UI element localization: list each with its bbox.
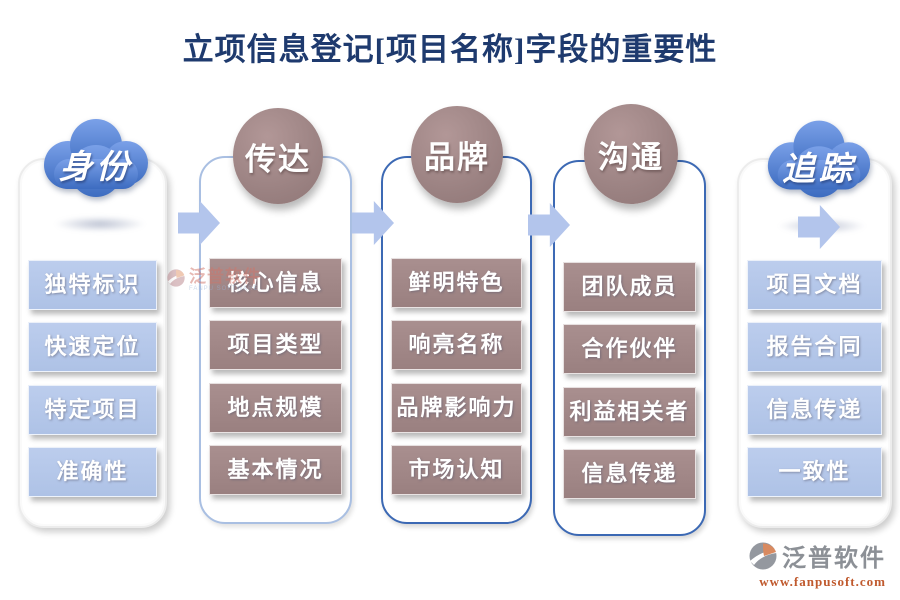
list-item: 信息传递	[747, 385, 882, 435]
page-title: 立项信息登记[项目名称]字段的重要性	[182, 32, 718, 67]
cloud-icon	[44, 119, 148, 197]
fanpu-logo-icon	[749, 542, 777, 569]
ellipse-header-convey: 传达	[233, 108, 323, 204]
list-item: 团队成员	[563, 262, 696, 312]
column-convey: 核心信息 项目类型 地点规模 基本情况	[199, 156, 352, 524]
watermark-brand: 泛普软件	[189, 267, 261, 286]
cloud-header-tracking: 追踪	[760, 114, 878, 206]
list-item: 一致性	[747, 447, 882, 497]
list-item: 快速定位	[28, 322, 157, 372]
cloud-icon	[767, 120, 871, 198]
list-item: 项目类型	[209, 320, 342, 370]
ellipse-header-label: 品牌	[424, 140, 490, 175]
cloud-header-label: 身份	[59, 150, 133, 186]
list-item: 市场认知	[391, 445, 522, 495]
ellipse-header-label: 传达	[245, 141, 311, 177]
footer-brand: 泛普软件 www.fanpusoft.com	[748, 538, 886, 590]
list-item: 鲜明特色	[391, 258, 522, 308]
list-item: 响亮名称	[391, 320, 522, 370]
column-communication: 团队成员 合作伙伴 利益相关者 信息传递	[553, 160, 706, 536]
column-identity: 独特标识 快速定位 特定项目 准确性	[18, 158, 167, 528]
list-item: 核心信息	[209, 258, 342, 308]
list-item: 品牌影响力	[391, 383, 522, 433]
cloud-header-label: 追踪	[782, 152, 856, 188]
list-item: 准确性	[28, 447, 157, 497]
list-item: 合作伙伴	[563, 324, 696, 374]
footer-brand-url: www.fanpusoft.com	[759, 574, 886, 589]
list-item: 独特标识	[28, 260, 157, 310]
ellipse-header-brand: 品牌	[411, 106, 503, 203]
list-item: 基本情况	[209, 445, 342, 495]
ellipse-header-communication: 沟通	[584, 104, 678, 204]
column-tracking: 项目文档 报告合同 信息传递 一致性	[737, 158, 892, 528]
footer-brand-name: 泛普软件	[782, 545, 886, 572]
cloud-header-identity: 身份	[36, 112, 156, 206]
watermark-caption: FANPU SOFTWARE	[189, 286, 259, 292]
cloud-reflection	[54, 216, 146, 232]
list-item: 报告合同	[747, 322, 882, 372]
list-item: 项目文档	[747, 260, 882, 310]
fanpu-logo-icon	[167, 269, 185, 287]
column-brand: 鲜明特色 响亮名称 品牌影响力 市场认知	[381, 156, 532, 524]
list-item: 利益相关者	[563, 387, 696, 437]
list-item: 特定项目	[28, 385, 157, 435]
watermark: 泛普软件 FANPU SOFTWARE	[166, 268, 261, 292]
ellipse-header-label: 沟通	[598, 139, 664, 175]
list-item: 信息传递	[563, 449, 696, 499]
list-item: 地点规模	[209, 383, 342, 433]
